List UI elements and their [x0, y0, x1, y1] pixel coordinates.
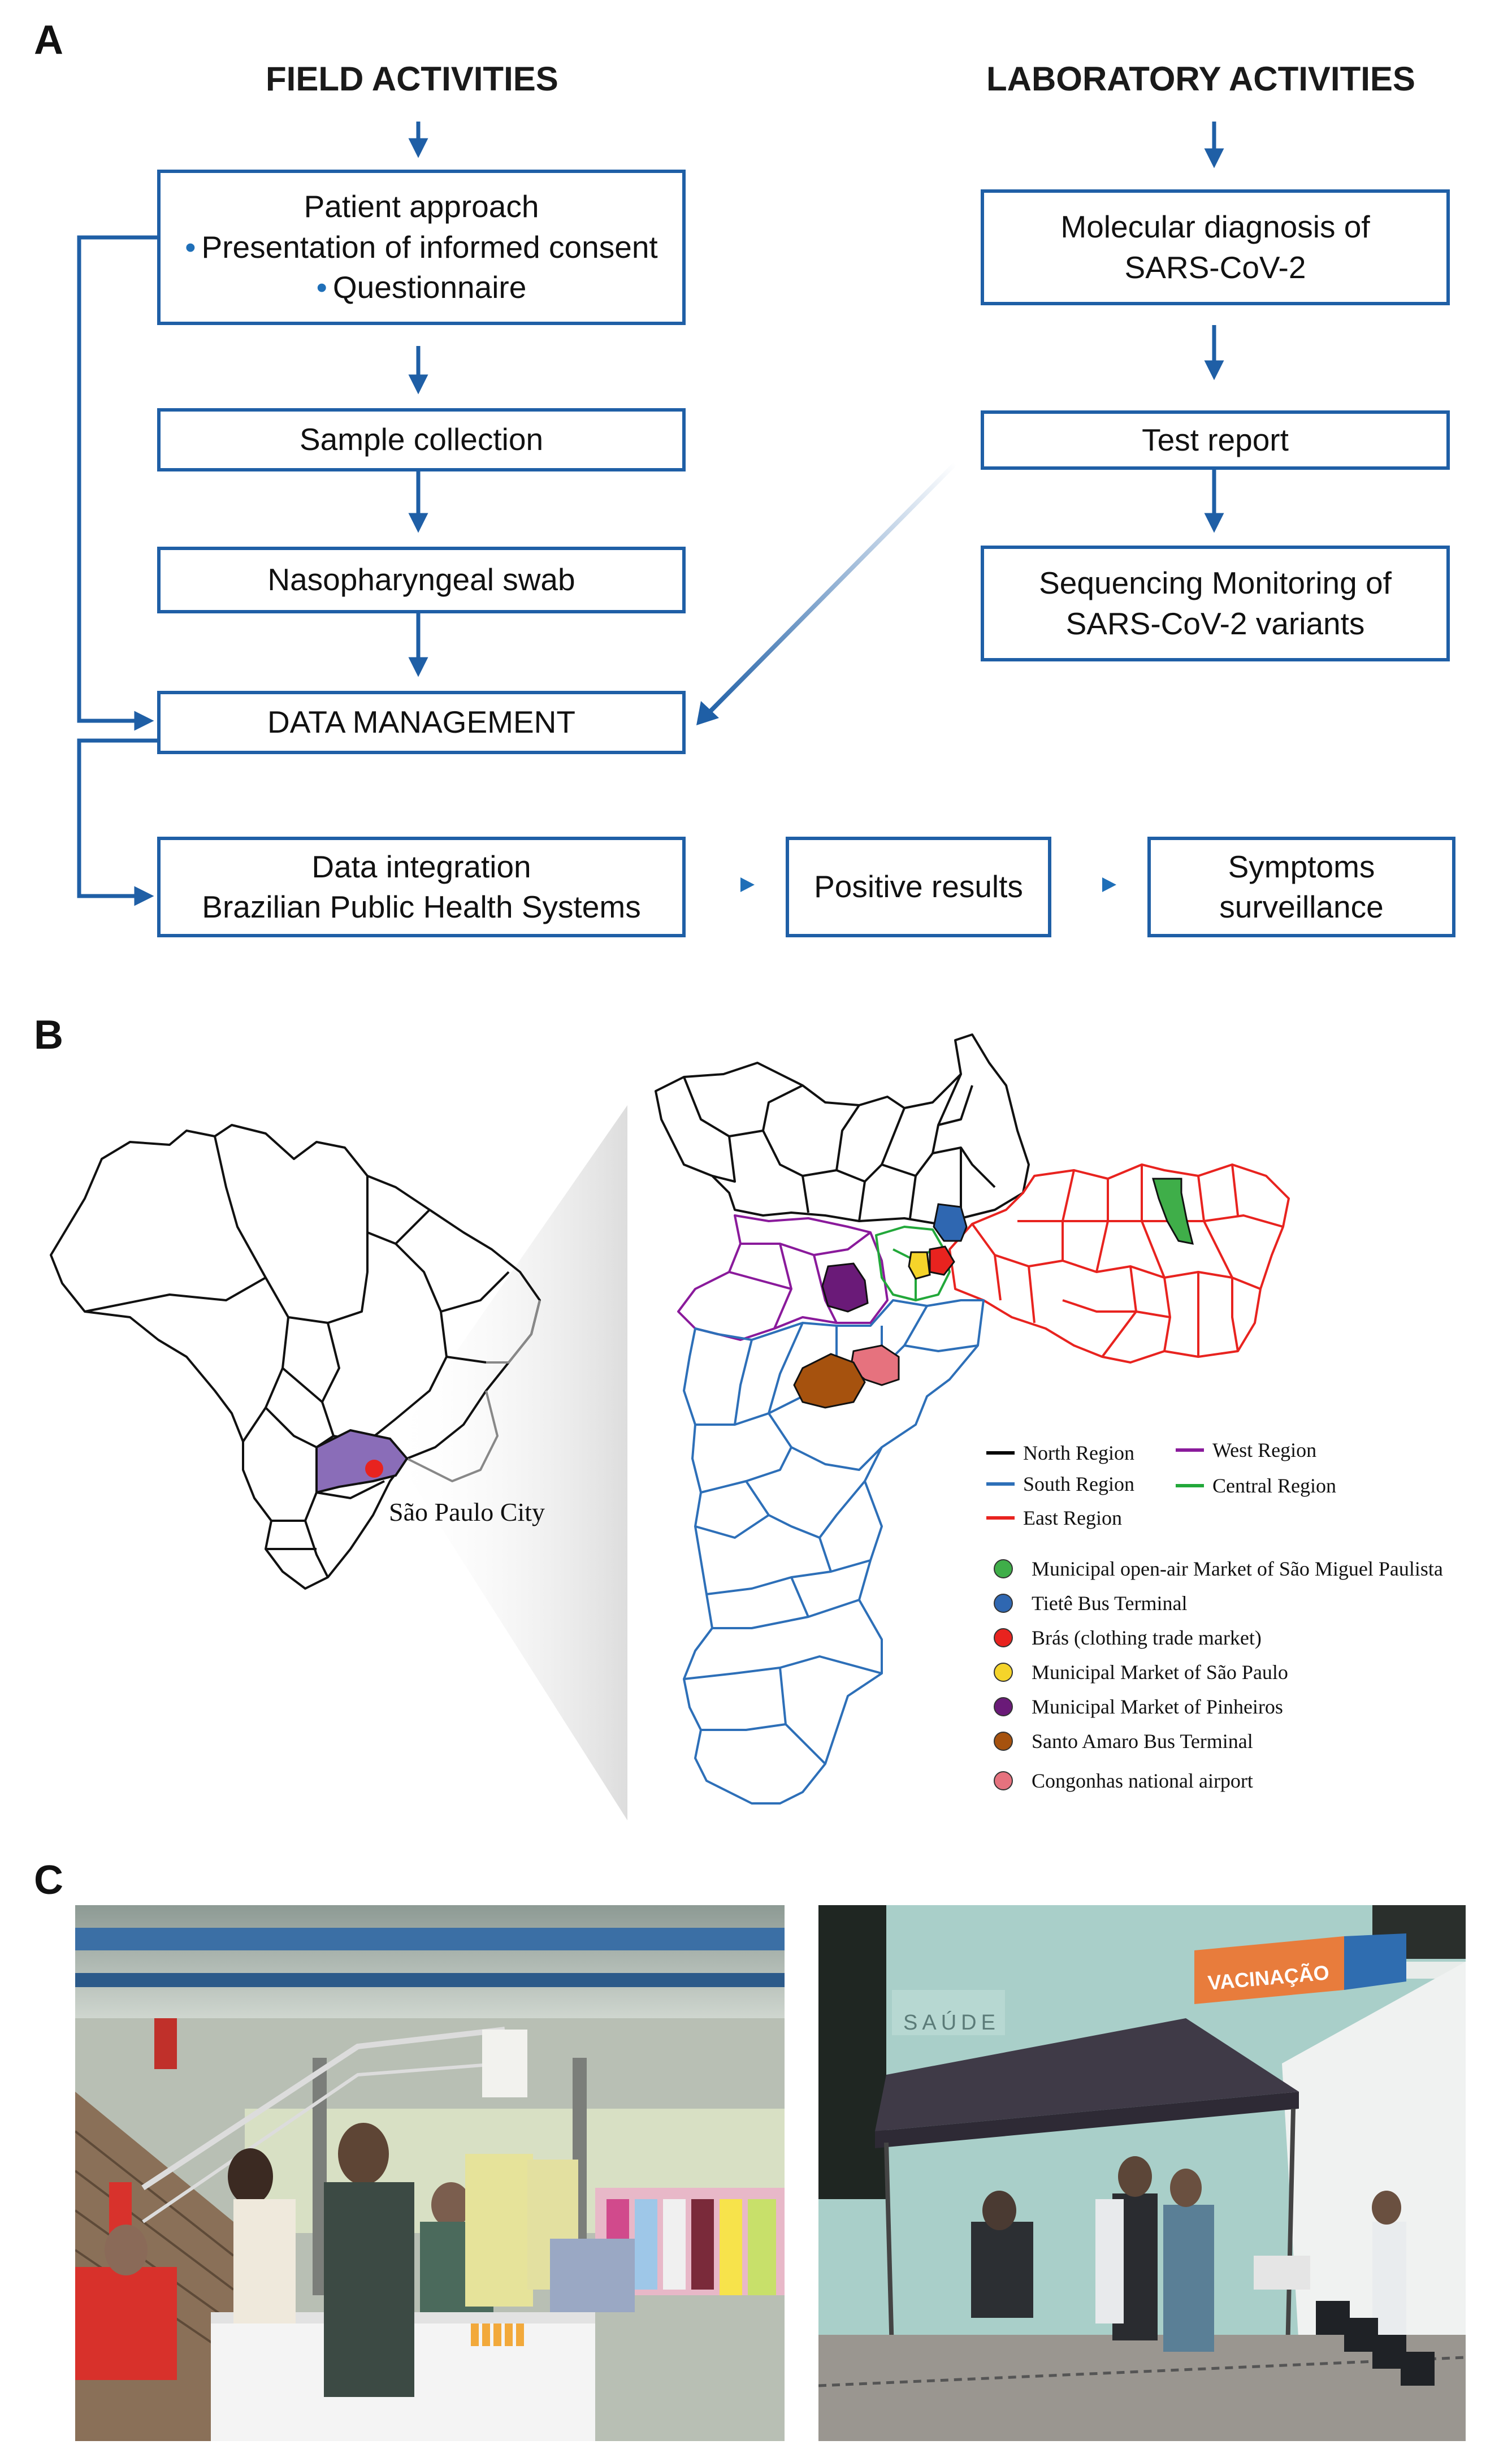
site-legend-sao-miguel: Municipal open-air Market of São Miguel … [1032, 1557, 1443, 1580]
site-legend: Municipal open-air Market of São Miguel … [994, 1557, 1443, 1792]
sample-collection-label: Sample collection [299, 422, 544, 457]
region-legend-west: West Region [1212, 1439, 1316, 1461]
sao-miguel-market-area [1152, 1178, 1194, 1245]
data-integration-line2: Brazilian Public Health Systems [202, 889, 641, 924]
santo-amaro-terminal-area [793, 1353, 866, 1409]
positive-results-label: Positive results [814, 869, 1023, 905]
coastal-states [406, 1300, 541, 1482]
site-legend-marker [994, 1628, 1013, 1647]
photo-health-unit-illustration: SAÚDE VACINAÇÃO [818, 1905, 1466, 2441]
sequencing-box: Sequencing Monitoring of SARS-CoV-2 vari… [981, 546, 1450, 661]
panel-label-a: A [34, 18, 63, 63]
nasopharyngeal-swab-label: Nasopharyngeal swab [267, 562, 575, 598]
nasopharyngeal-swab-box: Nasopharyngeal swab [157, 547, 686, 613]
sequencing-line2: SARS-CoV-2 variants [1065, 605, 1365, 641]
panel-label-c: C [34, 1858, 63, 1903]
questionnaire-bullet: Questionnaire [332, 270, 527, 305]
photo-health-unit: SAÚDE VACINAÇÃO [818, 1905, 1466, 2441]
data-management-box: DATA MANAGEMENT [157, 691, 686, 754]
data-management-label: DATA MANAGEMENT [267, 704, 575, 740]
tiete-bus-terminal-area [933, 1203, 968, 1242]
symptoms-line1: Symptoms [1228, 849, 1375, 884]
data-integration-line1: Data integration [311, 849, 531, 884]
west-region-districts [677, 1214, 889, 1341]
sao-paulo-city-dot [365, 1460, 383, 1478]
site-legend-tiete: Tietê Bus Terminal [1032, 1592, 1187, 1615]
site-legend-municipal-market: Municipal Market of São Paulo [1032, 1661, 1288, 1684]
site-legend-bras: Brás (clothing trade market) [1032, 1626, 1262, 1649]
region-legend-north: North Region [1023, 1442, 1134, 1464]
building-sign-text: SAÚDE [903, 2010, 1000, 2035]
sample-collection-box: Sample collection [157, 408, 686, 471]
patient-approach-box: Patient approach •Presentation of inform… [157, 170, 686, 325]
maps-figure: North Region South Region East Region We… [50, 1033, 1443, 1820]
field-activities-header: FIELD ACTIVITIES [266, 60, 558, 98]
pinheiros-market-area [821, 1262, 869, 1313]
molecular-diagnosis-line2: SARS-CoV-2 [1124, 249, 1306, 285]
panel-label-b: B [34, 1013, 63, 1058]
site-legend-santo-amaro: Santo Amaro Bus Terminal [1032, 1730, 1253, 1753]
arrow-down-icon [408, 122, 1224, 677]
site-legend-pinheiros: Municipal Market of Pinheiros [1032, 1695, 1283, 1718]
test-report-label: Test report [1142, 422, 1289, 457]
region-legend-east: East Region [1023, 1507, 1122, 1529]
sao-paulo-city-label: São Paulo City [389, 1498, 545, 1526]
lab-activities-header: LABORATORY ACTIVITIES [986, 60, 1415, 98]
site-legend-marker [994, 1594, 1013, 1613]
zoom-wedge [390, 1105, 627, 1820]
region-legend-south: South Region [1023, 1473, 1134, 1495]
sequencing-line1: Sequencing Monitoring of [1039, 565, 1392, 600]
consent-bullet: Presentation of informed consent [201, 229, 658, 265]
symptoms-surveillance-box: Symptoms surveillance [1147, 837, 1455, 937]
positive-results-box: Positive results [786, 837, 1051, 937]
site-legend-marker [994, 1697, 1013, 1716]
region-legend: North Region South Region East Region We… [986, 1439, 1336, 1529]
site-legend-marker [994, 1732, 1013, 1751]
region-legend-central: Central Region [1212, 1474, 1336, 1497]
site-legend-marker [994, 1771, 1013, 1790]
north-region-districts [655, 1033, 1030, 1225]
test-report-box: Test report [981, 410, 1450, 470]
flow-connectors [77, 122, 1224, 906]
photo-bras-market-illustration [75, 1905, 785, 2441]
data-integration-box: Data integration Brazilian Public Health… [157, 837, 686, 937]
sao-paulo-state [315, 1429, 409, 1494]
site-legend-marker [994, 1663, 1013, 1682]
site-legend-congonhas: Congonhas national airport [1032, 1769, 1253, 1792]
photo-bras-market [75, 1905, 785, 2441]
municipal-market-area [908, 1251, 931, 1280]
molecular-diagnosis-box: Molecular diagnosis of SARS-CoV-2 [981, 189, 1450, 305]
symptoms-line2: surveillance [1219, 889, 1384, 924]
patient-approach-title: Patient approach [304, 189, 539, 224]
bullet-icon: • [185, 229, 196, 265]
site-legend-marker [994, 1559, 1013, 1578]
molecular-diagnosis-line1: Molecular diagnosis of [1060, 209, 1370, 244]
bullet-icon: • [316, 270, 327, 305]
east-region-districts [948, 1163, 1290, 1364]
